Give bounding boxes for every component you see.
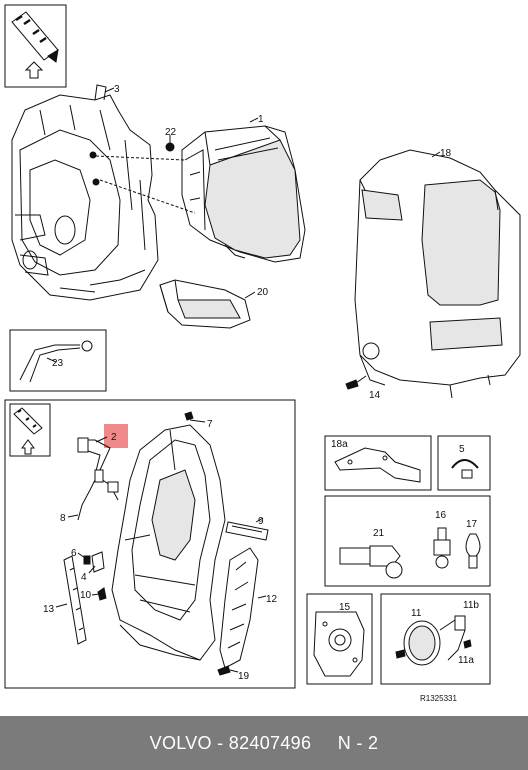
part-18a-box — [324, 435, 432, 491]
part-11-box — [380, 593, 491, 685]
callout-7: 7 — [207, 419, 213, 430]
bumper-cover-part-18 — [354, 149, 521, 399]
strip-part-13 — [63, 555, 87, 645]
callout-18a: 18a — [331, 439, 348, 450]
callout-14: 14 — [369, 390, 381, 401]
footer-separator: - — [211, 732, 229, 753]
reference-code: R1325331 — [420, 694, 457, 703]
callout-21: 21 — [373, 528, 385, 539]
callout-1: 1 — [258, 114, 264, 125]
callout-12: 12 — [266, 594, 278, 605]
clip-part-6 — [83, 555, 91, 565]
footer-spacer — [311, 733, 338, 754]
bracket-assembly-box — [4, 399, 296, 689]
callout-8: 8 — [60, 513, 66, 524]
bulb-part-16 — [433, 527, 451, 569]
bulbs-box — [324, 495, 491, 587]
footer-position: N - 2 — [337, 732, 379, 753]
harness-part-2 — [77, 437, 119, 521]
callout-18: 18 — [440, 148, 452, 159]
screw-part-10 — [97, 587, 107, 601]
part-23-box — [9, 329, 107, 392]
callout-19: 19 — [238, 671, 250, 682]
part-5-box — [437, 435, 491, 491]
callout-10: 10 — [80, 590, 92, 601]
callout-3: 3 — [114, 84, 120, 95]
callout-22: 22 — [165, 127, 177, 138]
callout-23: 23 — [52, 358, 64, 369]
orientation-box-inner — [9, 403, 51, 457]
part-15-box — [306, 593, 373, 685]
bracket-main — [111, 424, 226, 661]
footer-bar: VOLVO - 82407496 N - 2 — [0, 716, 528, 770]
callout-20: 20 — [257, 287, 269, 298]
footer-brand: VOLVO — [149, 732, 212, 753]
screw-part-19 — [217, 665, 239, 676]
front-structure-part-3 — [11, 84, 159, 301]
callout-9: 9 — [258, 516, 264, 527]
parts-diagram: 1 2 3 4 5 6 7 8 9 10 11 11a 11b 12 13 14… — [4, 4, 521, 703]
callout-11a: 11a — [458, 655, 474, 666]
callout-11b: 11b — [463, 600, 479, 611]
screw-part-14 — [345, 375, 367, 390]
screw-part-22 — [165, 135, 175, 152]
ring-part-11 — [395, 615, 472, 666]
headlamp-part-1 — [181, 125, 306, 263]
gasket-part-9 — [225, 521, 269, 541]
fog-lamp-part-20 — [159, 279, 251, 329]
callout-13: 13 — [43, 604, 55, 615]
bracket-part-18a — [334, 447, 421, 483]
callout-17: 17 — [466, 519, 478, 530]
callout-11: 11 — [411, 608, 422, 619]
callout-2: 2 — [111, 432, 117, 443]
clip-part-5 — [451, 459, 479, 479]
orientation-arrow-icon — [11, 11, 59, 79]
bulb-part-21 — [339, 545, 403, 579]
trim-part-12 — [219, 547, 259, 669]
callout-4: 4 — [81, 572, 87, 583]
clip-part-4 — [91, 551, 105, 573]
orientation-box-top — [4, 4, 67, 88]
callout-15: 15 — [339, 602, 351, 613]
highlight-part-2 — [104, 424, 128, 448]
bulb-part-17 — [465, 533, 481, 569]
footer-part-number: 82407496 — [228, 732, 312, 753]
wiring-part-23 — [19, 340, 93, 383]
callout-6: 6 — [71, 548, 77, 559]
callout-5: 5 — [459, 444, 465, 455]
orientation-arrow-small-icon — [13, 407, 43, 455]
bracket-part-15 — [313, 611, 365, 677]
callout-16: 16 — [435, 510, 447, 521]
